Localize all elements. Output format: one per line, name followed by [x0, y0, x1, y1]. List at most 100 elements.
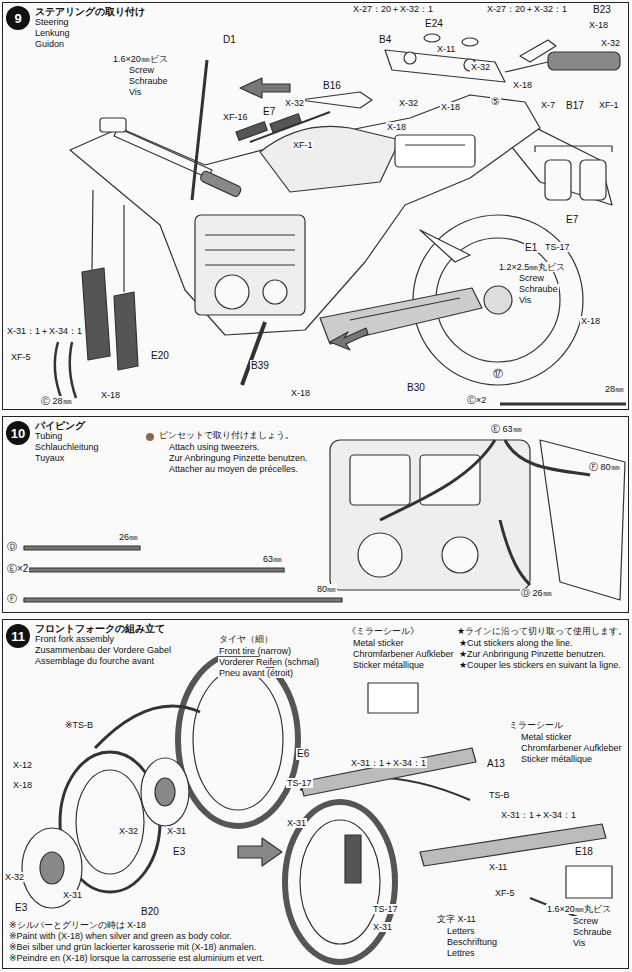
label-anchor: Chromfarbener Aufkleber: [352, 649, 455, 659]
part-label: X-31：1＋X-34：1: [500, 810, 577, 820]
part-label: X-11: [436, 44, 456, 54]
label-anchor: E3: [14, 902, 28, 914]
label-anchor: Vis: [518, 295, 532, 305]
part-label: Ⓒ 28㎜: [40, 396, 73, 406]
label-anchor: X-18: [386, 122, 407, 132]
part-label: Vis: [572, 938, 586, 948]
label-anchor: E1: [524, 242, 538, 254]
part-label: X-18: [290, 388, 311, 398]
label-anchor: Ⓓ: [6, 541, 18, 553]
part-label: X-12: [12, 760, 33, 770]
part-label: X-18: [580, 316, 601, 326]
step-number-text: 10: [11, 427, 25, 440]
part-label: Vis: [128, 87, 142, 97]
label-anchor: TS-17: [372, 904, 399, 914]
label-anchor: X-11: [436, 44, 456, 54]
label-anchor: X-32: [284, 98, 305, 108]
label-anchor: Schraube: [518, 284, 559, 294]
part-label: タイヤ（細）: [218, 634, 274, 644]
part-label: TS-17: [544, 242, 571, 252]
part-label: Sticker métallique: [352, 660, 425, 670]
label-anchor: 63㎜: [262, 554, 283, 564]
part-label: X-32: [284, 98, 305, 108]
label-anchor: 1.6×20㎜ビス: [112, 54, 169, 64]
step-heading: フロントフォークの組み立て: [35, 623, 171, 634]
part-label: X-31: [372, 922, 393, 932]
part-label: X-32: [600, 38, 621, 48]
part-label: ※Peindre en (X-18) lorsque la carrosseri…: [8, 953, 265, 963]
part-label: Vis: [518, 295, 532, 305]
part-label: Schraube: [518, 284, 559, 294]
label-anchor: X-12: [12, 760, 33, 770]
part-label: XF-1: [598, 100, 620, 110]
label-anchor: E24: [424, 18, 444, 30]
label-anchor: Screw: [128, 65, 155, 75]
label-anchor: E3: [172, 846, 186, 858]
label-anchor: X-31：1＋X-34：1: [6, 326, 83, 336]
label-anchor: Sticker métallique: [352, 660, 425, 670]
label-anchor: 文字 X-11: [436, 914, 477, 924]
step-heading-group: パイピングTubingSchlauchleitungTuyaux: [35, 420, 99, 464]
part-label: B17: [565, 100, 585, 112]
label-anchor: Schraube: [572, 927, 613, 937]
label-anchor: ※シルバーとグリーンの時は X-18: [8, 920, 147, 930]
label-anchor: 28㎜: [604, 384, 625, 394]
label-anchor: Front tire (narrow): [218, 646, 292, 656]
label-anchor: XF-1: [598, 100, 620, 110]
label-anchor: ピンセットで取り付けましょう。: [158, 430, 295, 440]
label-anchor: 1.6×20㎜丸ビス: [546, 904, 612, 914]
part-label: X-31: [62, 890, 83, 900]
step-number-text: 9: [14, 12, 21, 25]
part-label: X-11: [488, 862, 508, 872]
part-label: X-32: [118, 826, 139, 836]
step-heading: Guidon: [35, 39, 145, 50]
label-anchor: Metal sticker: [520, 732, 573, 742]
label-anchor: XF-1: [292, 140, 314, 150]
step-heading: Zusammenbau der Vordere Gabel: [35, 645, 171, 656]
label-anchor: Ⓒ×2: [466, 395, 487, 405]
label-anchor: E6: [296, 748, 310, 760]
label-anchor: E7: [565, 214, 579, 226]
part-label: B23: [592, 4, 612, 16]
label-anchor: Screw: [518, 273, 545, 283]
label-anchor: ※Peindre en (X-18) lorsque la carrosseri…: [8, 953, 265, 963]
part-label: E7: [262, 106, 276, 118]
label-anchor: Screw: [572, 916, 599, 926]
part-label: ⑰: [492, 368, 504, 380]
part-label: X-18: [440, 102, 461, 112]
label-anchor: X-18: [440, 102, 461, 112]
label-anchor: Vis: [572, 938, 586, 948]
label-anchor: Ⓔ 63㎜: [490, 424, 523, 434]
part-label: X-18: [12, 780, 33, 790]
label-anchor: ※TS-B: [64, 720, 94, 730]
part-label: Attach using tweezers.: [168, 442, 261, 452]
label-anchor: B20: [140, 906, 160, 918]
part-label: ★ラインに沿って切り取って使用します。: [456, 626, 628, 636]
part-label: B4: [378, 34, 392, 46]
label-anchor: X-27：20＋X-32：1: [486, 4, 568, 14]
part-label: E20: [150, 350, 170, 362]
label-anchor: E7: [262, 106, 276, 118]
label-anchor: Vis: [128, 87, 142, 97]
label-anchor: Ⓕ: [6, 593, 18, 605]
part-label: X-27：20＋X-32：1: [352, 4, 434, 14]
part-label: A13: [486, 758, 506, 770]
label-anchor: B30: [406, 382, 426, 394]
label-anchor: TS-17: [544, 242, 571, 252]
label-anchor: X-18: [12, 780, 33, 790]
label-anchor: Metal sticker: [352, 638, 405, 648]
label-anchor: Ⓒ 28㎜: [40, 396, 73, 406]
part-label: TS-17: [372, 904, 399, 914]
part-label: B30: [406, 382, 426, 394]
label-anchor: X-32: [470, 62, 491, 72]
label-anchor: B4: [378, 34, 392, 46]
label-anchor: X-7: [540, 100, 556, 110]
label-anchor: Ⓓ 26㎜: [520, 588, 553, 598]
part-label: Chromfarbener Aufkleber: [520, 743, 623, 753]
label-anchor: 《ミラーシール》: [346, 626, 420, 636]
part-label: 28㎜: [604, 384, 625, 394]
part-label: ★Couper les stickers en suivant la ligne…: [458, 660, 622, 670]
label-anchor: ミラーシール: [508, 720, 564, 730]
